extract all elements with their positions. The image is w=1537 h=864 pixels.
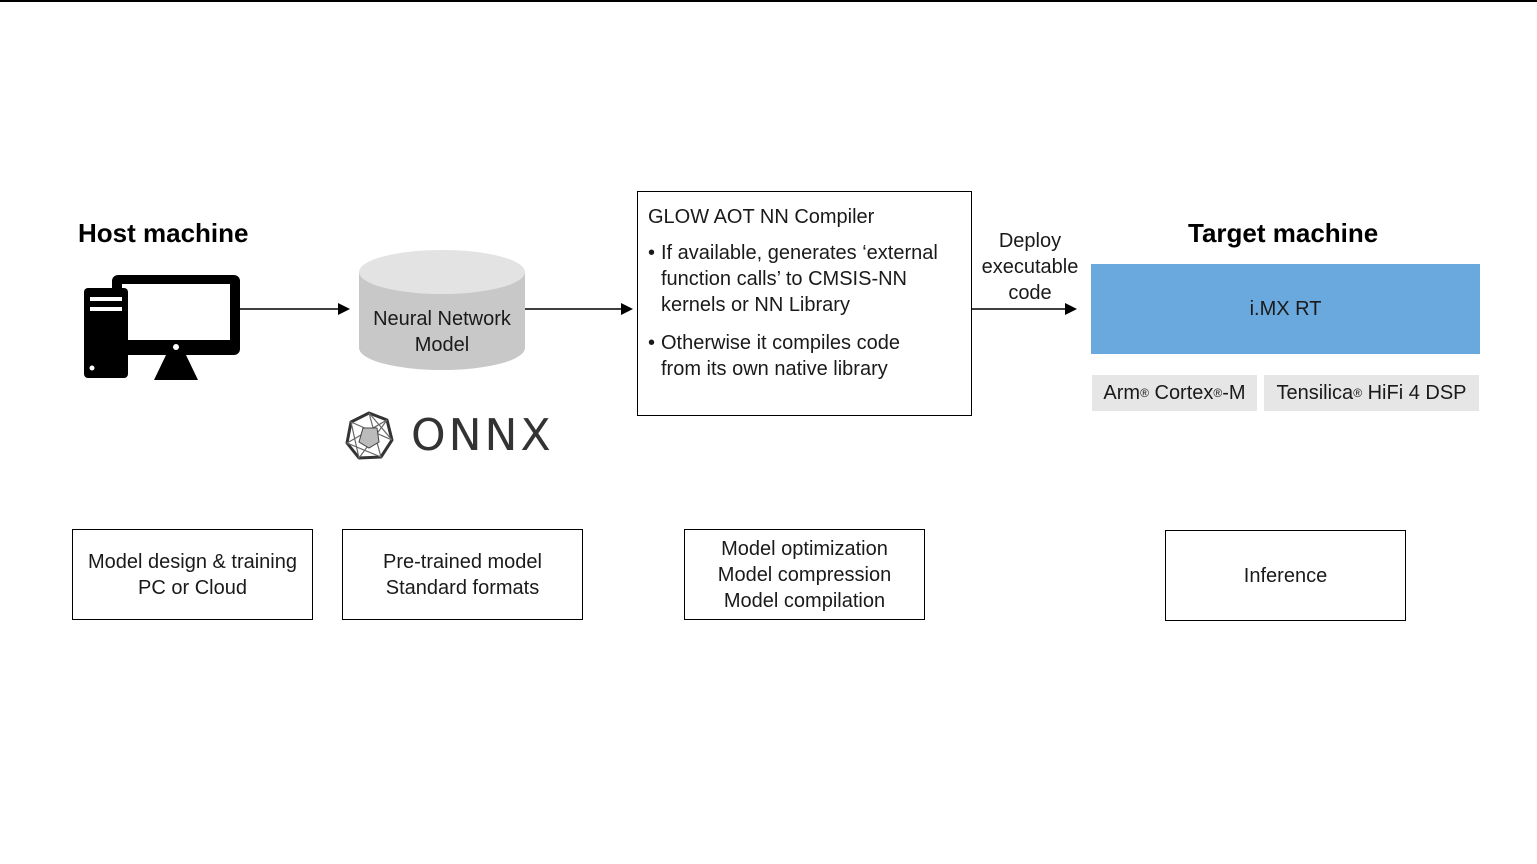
onnx-logo-icon [345,411,394,460]
arrow-compiler-to-target [971,303,1077,315]
model-label: Neural Network Model [358,306,526,358]
arrow-host-to-model [240,303,350,315]
host-machine-heading: Host machine [78,218,249,248]
bullet-dot: • [648,332,656,354]
compiler-title: GLOW AOT NN Compiler [648,206,875,228]
stage-3-line-1: Model optimization [721,537,888,560]
stage-box-inference: Inference [1165,530,1406,621]
imx-rt-label: i.MX RT [1249,297,1322,320]
bullet-2-line-2: from its own native library [661,358,888,380]
imx-rt-block: i.MX RT [1091,264,1480,354]
deploy-line-2: executable [981,256,1079,278]
tensilica-dsp-core: Tensilica® HiFi 4 DSP [1264,375,1479,411]
bullet-1-line-2: function calls’ to CMSIS-NN [661,268,907,290]
compiler-box: GLOW AOT NN Compiler • If available, gen… [637,191,972,416]
target-machine-heading: Target machine [1188,218,1379,248]
stage-1-line-2: PC or Cloud [138,576,247,599]
core-name-tail: -M [1222,381,1246,404]
registered-mark: ® [1213,386,1223,400]
stage-2-line-2: Standard formats [385,576,540,599]
compiler-bullet-1: • If available, generates ‘external func… [648,240,961,318]
onnx-logo-text: ONNX [411,410,554,461]
stage-1-line-1: Model design & training [87,550,297,573]
registered-mark: ® [1353,386,1363,400]
stage-2-line-1: Pre-trained model [383,550,542,573]
arrow-model-to-compiler [525,303,633,315]
core-name-rest: HiFi 4 DSP [1362,381,1467,404]
bullet-2-line-1: Otherwise it compiles code [661,332,900,354]
deploy-line-3: code [1008,282,1052,304]
bullet-1-line-3: kernels or NN Library [661,294,850,316]
stage-box-pretrained: Pre-trained model Standard formats [342,529,583,620]
desktop-computer-icon [82,275,240,380]
compiler-bullet-2: • Otherwise it compiles code from its ow… [648,330,961,382]
bullet-dot: • [648,242,656,264]
model-label-line2: Model [414,334,470,356]
stage-box-training: Model design & training PC or Cloud [72,529,313,620]
deploy-label: Deploy executable code [975,228,1085,306]
stage-box-optimization: Model optimization Model compression Mod… [684,529,925,620]
core-name: Arm [1103,381,1141,404]
core-name: Tensilica [1276,381,1354,404]
bullet-1-line-1: If available, generates ‘external [661,242,938,264]
model-database-icon [359,250,525,370]
model-label-line1: Neural Network [373,308,511,330]
deploy-line-1: Deploy [998,230,1062,252]
stage-4-line-1: Inference [1243,564,1328,587]
stage-3-line-2: Model compression [717,563,892,586]
core-name-rest: Cortex [1148,381,1214,404]
arm-cortex-core: Arm® Cortex®-M [1092,375,1257,411]
stage-3-line-3: Model compilation [723,589,886,612]
registered-mark: ® [1140,386,1149,400]
